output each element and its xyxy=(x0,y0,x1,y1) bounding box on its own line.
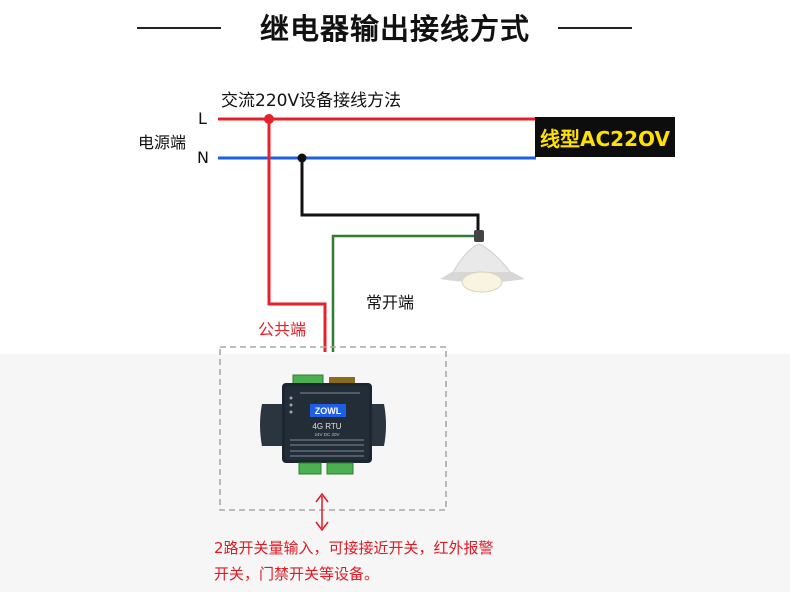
double-arrow-icon xyxy=(315,492,329,532)
line-label: L xyxy=(198,109,207,128)
device-dashed-frame xyxy=(219,346,447,511)
input-note-line-1: 2路开关量输入，可接接近开关，红外报警 xyxy=(214,539,494,557)
bottom-background xyxy=(0,354,790,592)
device-spec: 24V DC 20V xyxy=(314,432,339,437)
title-rule-left xyxy=(137,27,221,29)
input-note-line-2: 开关，门禁开关等设备。 xyxy=(214,565,380,583)
device-model: 4G RTU xyxy=(312,422,341,431)
lamp-neutral-wire xyxy=(300,158,480,232)
page-title: 继电器输出接线方式 xyxy=(259,12,530,46)
neutral-label: N xyxy=(197,148,209,167)
input-note: 2路开关量输入，可接接近开关，红外报警 开关，门禁开关等设备。 xyxy=(214,535,584,587)
lamp-icon xyxy=(440,230,525,293)
normally-open-label: 常开端 xyxy=(366,293,415,312)
common-wire xyxy=(267,119,327,352)
common-label: 公共端 xyxy=(258,320,307,339)
voltage-tag: 线型AC22OV xyxy=(535,117,675,157)
title-rule-right xyxy=(558,27,632,29)
power-source-label: 电源端 xyxy=(138,133,187,152)
neutral-junction xyxy=(297,153,307,163)
diagram-subtitle: 交流220V设备接线方法 xyxy=(221,91,402,111)
normally-open-wire xyxy=(331,234,478,352)
device-logo: ZOWL xyxy=(315,406,342,416)
rtu-device-icon xyxy=(260,374,386,475)
live-junction xyxy=(264,114,274,124)
